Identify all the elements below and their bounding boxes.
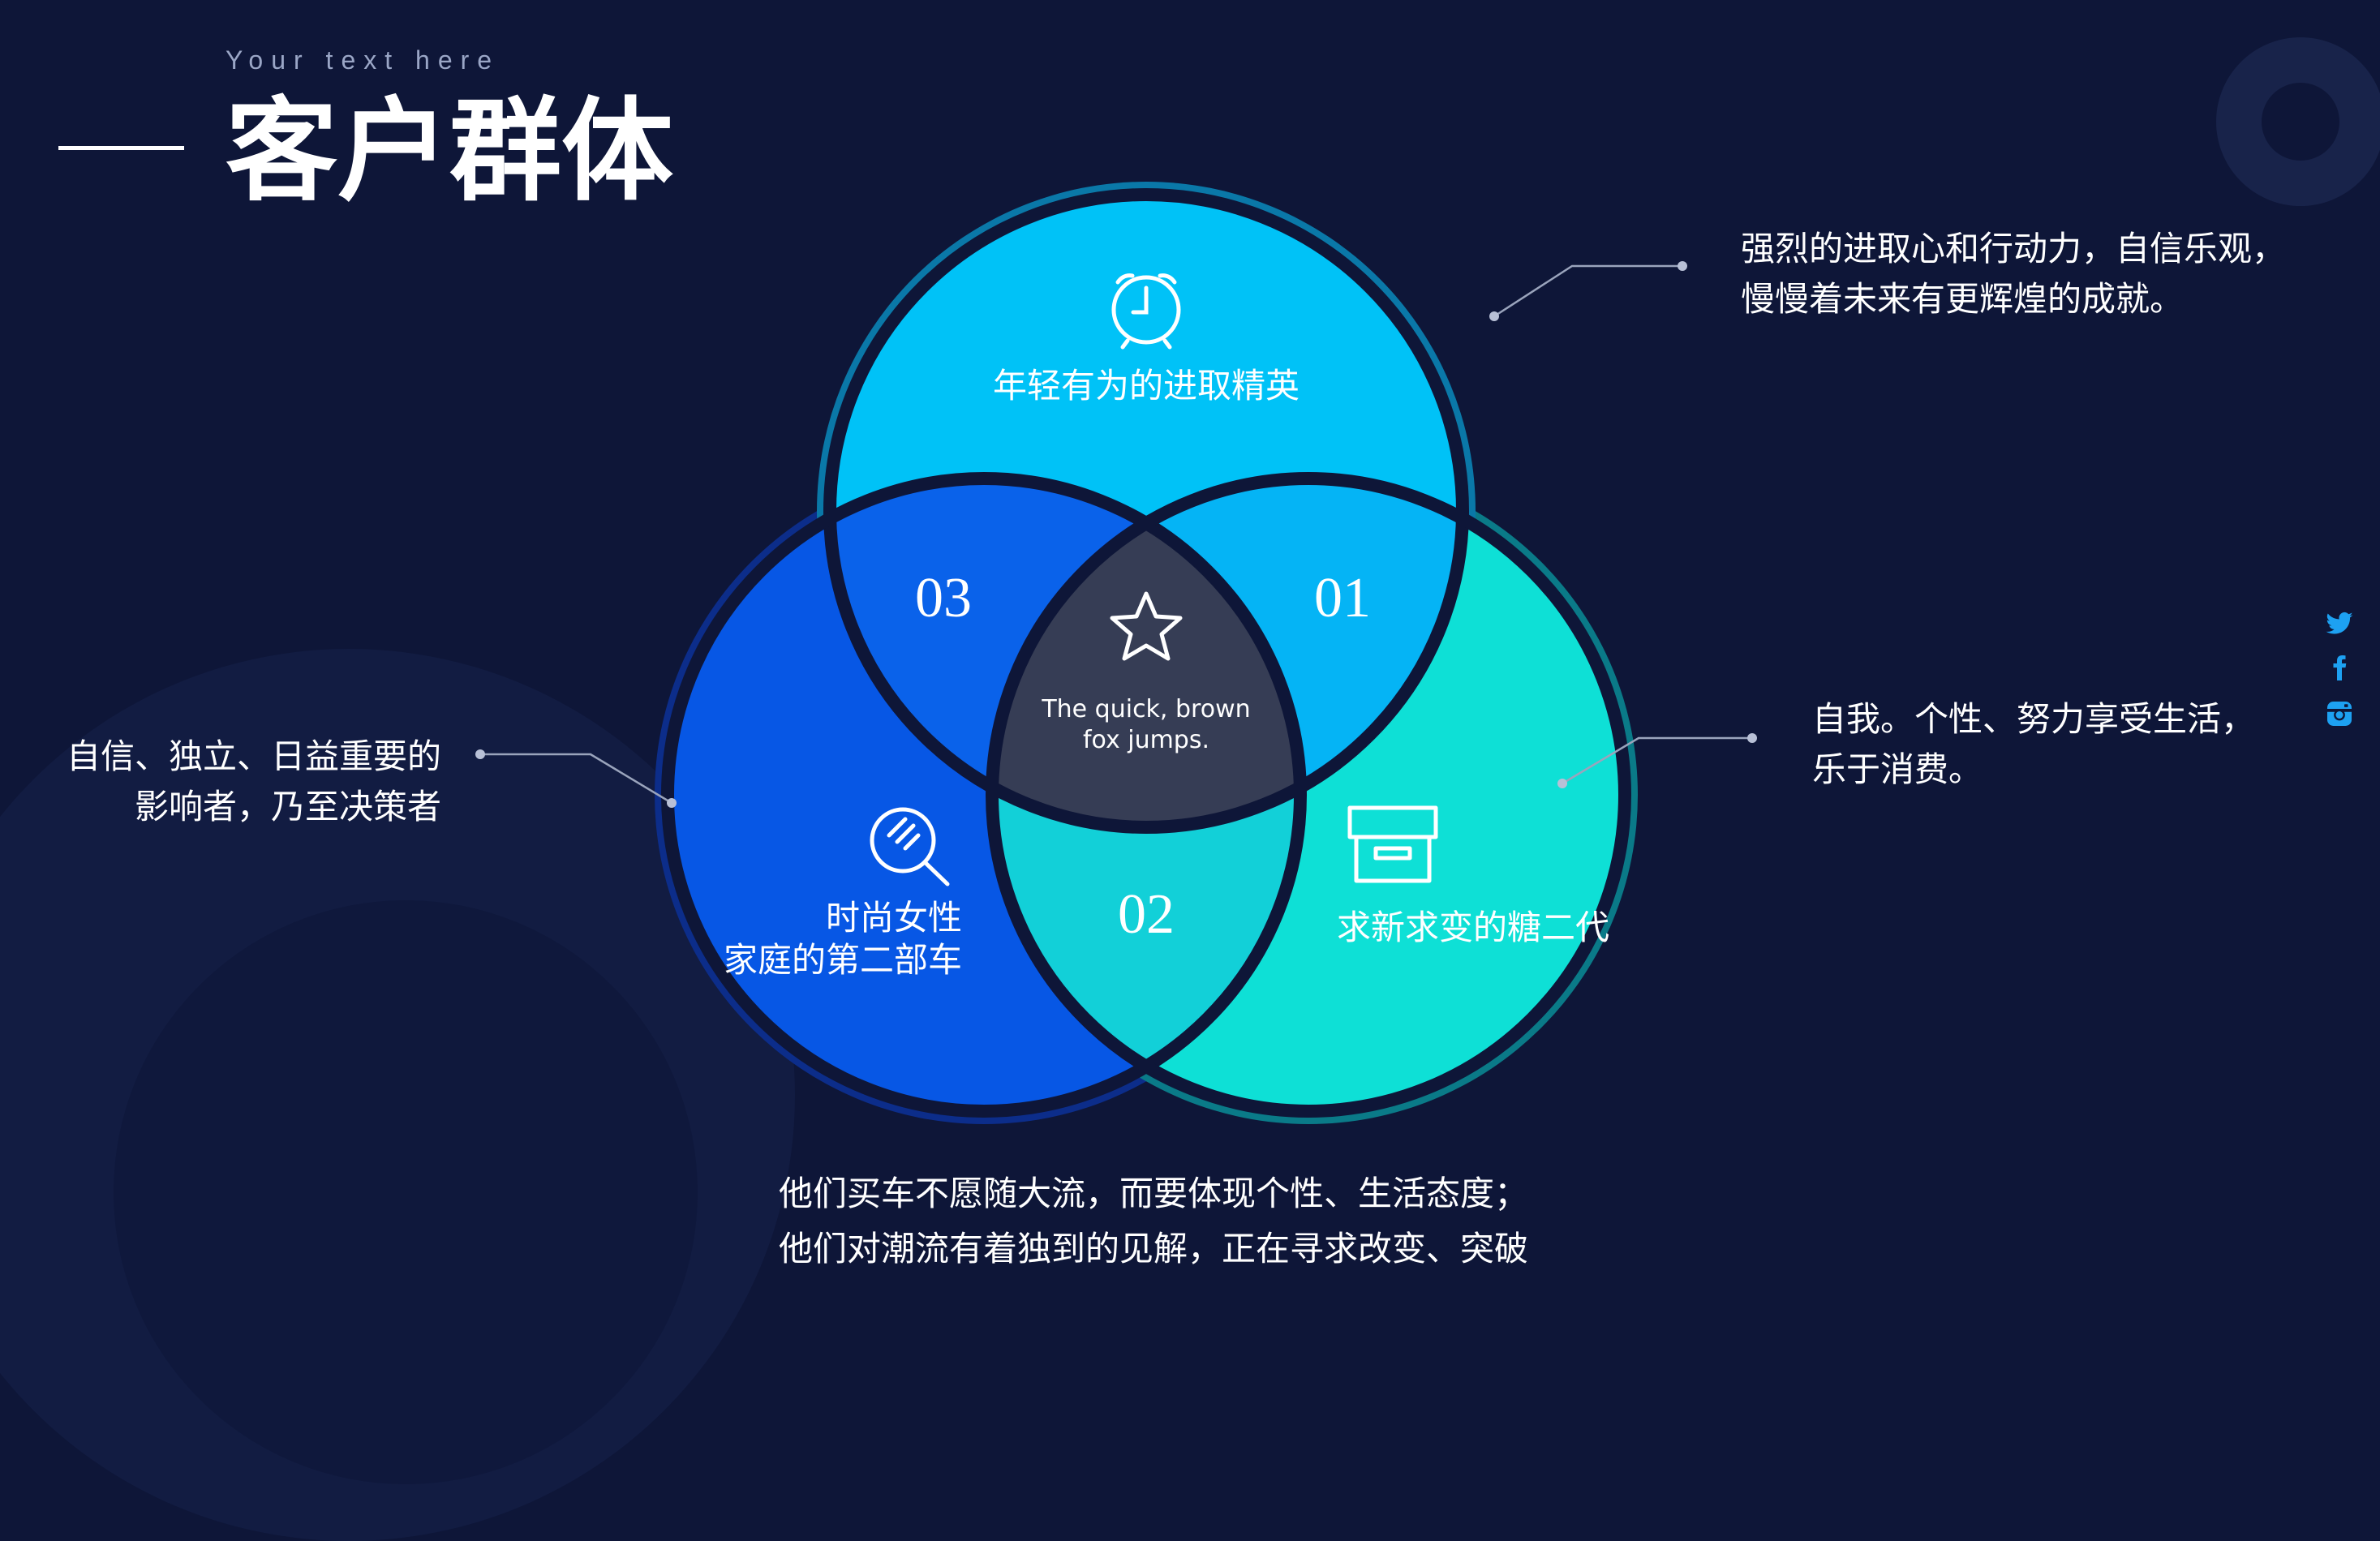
left-circle-label-line2: 家庭的第二部车 — [724, 940, 962, 980]
center-text-line1: The quick, brown — [1041, 695, 1250, 723]
annotation-top-right-line1: 强烈的进取心和行动力，自信乐观， — [1741, 229, 2287, 268]
archive-box-icon — [1347, 805, 1438, 883]
alarm-clock-icon — [1111, 273, 1181, 350]
venn-diagram: 年轻有为的进取精英 时尚女性 家庭的第二部车 求新求变的糖二代 The quic… — [475, 182, 1757, 1124]
annotation-left-line2: 影响者，乃至决策者 — [134, 787, 441, 826]
overlap-number-03: 03 — [915, 567, 972, 629]
annotation-bottom-line1: 他们买车不愿随大流，而要体现个性、生活态度； — [779, 1174, 1529, 1213]
star-icon — [1110, 591, 1183, 661]
magnifier-icon — [870, 807, 950, 886]
right-circle-label: 求新求变的糖二代 — [1337, 908, 1609, 947]
instagram-icon[interactable] — [2325, 699, 2354, 728]
annotation-left-line1: 自信、独立、日益重要的 — [66, 736, 441, 776]
annotation-left: 自信、独立、日益重要的 影响者，乃至决策者 — [67, 732, 441, 832]
facebook-icon[interactable] — [2325, 654, 2354, 683]
connector-right — [1562, 736, 1752, 785]
annotation-right-line1: 自我。个性、努力享受生活， — [1812, 699, 2256, 739]
title-accent-line — [58, 146, 184, 150]
annotation-top-right-line2: 慢慢着未来有更辉煌的成就。 — [1741, 279, 2185, 319]
page-title: 客户群体 — [226, 86, 674, 217]
center-text-line2: fox jumps. — [1083, 726, 1209, 754]
top-circle-label: 年轻有为的进取精英 — [993, 366, 1300, 406]
annotation-bottom: 他们买车不愿随大流，而要体现个性、生活态度； 他们对潮流有着独到的见解，正在寻求… — [779, 1166, 1528, 1277]
overlap-number-01: 01 — [1314, 567, 1371, 629]
annotation-right-line2: 乐于消费。 — [1812, 749, 1983, 789]
annotation-right: 自我。个性、努力享受生活， 乐于消费。 — [1812, 694, 2255, 795]
overlap-number-02: 02 — [1118, 883, 1175, 946]
annotation-top-right: 强烈的进取心和行动力，自信乐观， 慢慢着未来有更辉煌的成就。 — [1741, 224, 2286, 324]
twitter-icon[interactable] — [2325, 608, 2354, 637]
annotation-bottom-line2: 他们对潮流有着独到的见解，正在寻求改变、突破 — [779, 1229, 1529, 1268]
page-subtitle: Your text here — [226, 45, 500, 75]
connector-left — [480, 753, 672, 805]
connector-top-right — [1493, 264, 1682, 318]
left-circle-label-line1: 时尚女性 — [826, 898, 962, 938]
